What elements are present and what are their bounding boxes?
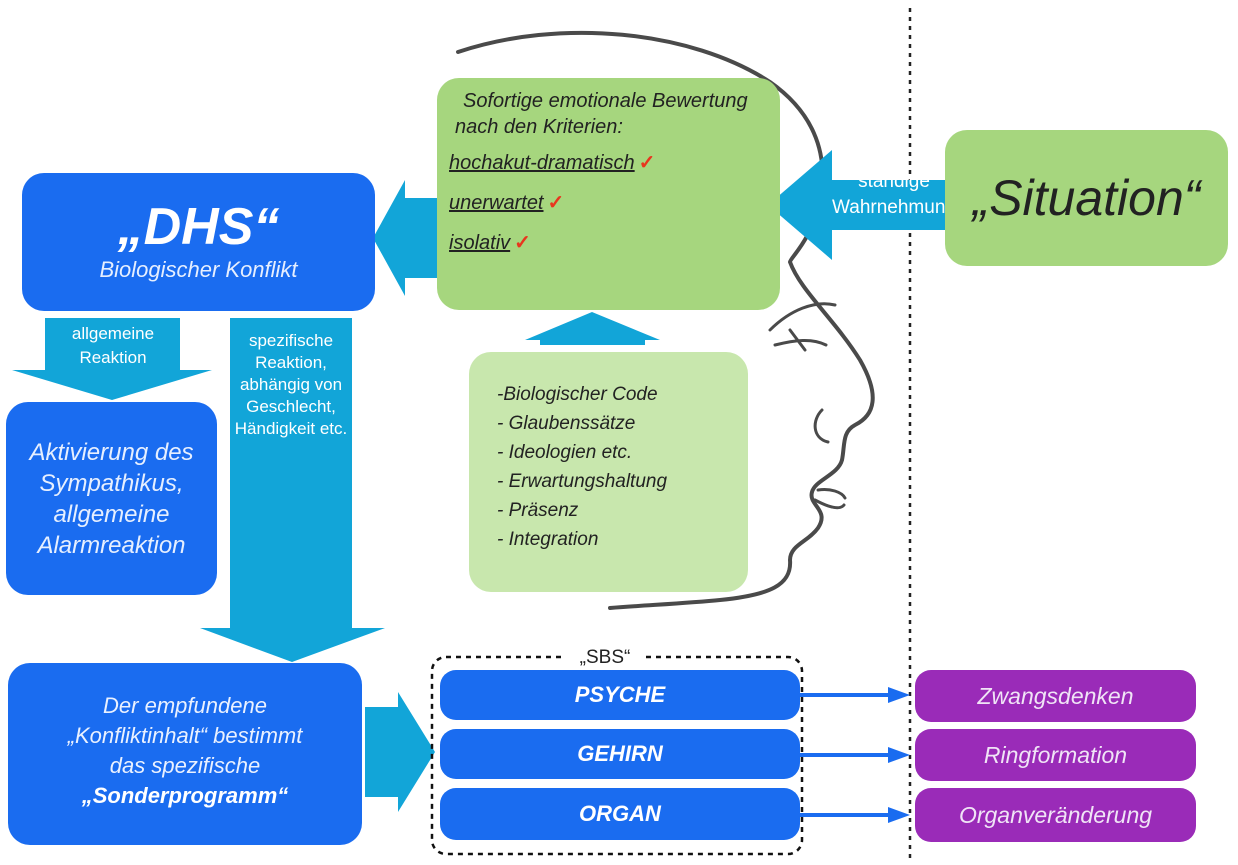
level-psyche: PSYCHE — [440, 670, 800, 720]
outcome-label: Organveränderung — [958, 801, 1153, 828]
assessment-heading: Sofortige emotionale Bewertung nach den … — [455, 90, 748, 138]
perception-label: ständige Wahrnehmung — [832, 171, 956, 218]
factor-item: - Glaubenssätze — [497, 413, 636, 434]
outcome-label: Zwangsdenken — [977, 682, 1134, 709]
general-reaction-label: allgemeine Reaktion — [71, 324, 155, 367]
dhs-subtitle: Biologischer Konflikt — [99, 257, 298, 282]
situation-box: „Situation“ — [945, 130, 1228, 266]
criterion-item: isolativ✓ — [449, 230, 768, 256]
level-organ: ORGAN — [440, 788, 800, 840]
criterion-label: isolativ — [449, 232, 511, 254]
mouth-mark — [813, 488, 847, 510]
check-icon: ✓ — [547, 192, 565, 214]
level-label: GEHIRN — [577, 741, 663, 766]
perception-arrow — [768, 150, 955, 260]
criterion-item: hochakut-dramatisch✓ — [449, 150, 768, 176]
sbs-label: „SBS“ — [564, 646, 646, 670]
factor-item: - Integration — [497, 529, 599, 550]
nostril-mark — [813, 408, 830, 444]
outcome-organveraenderung: Organveränderung — [915, 788, 1196, 842]
factors-arrow — [525, 312, 660, 345]
conflict-line: Der empfundene — [103, 693, 267, 718]
emotional-assessment-box: Sofortige emotionale Bewertung nach den … — [437, 78, 780, 310]
dhs-arrow — [373, 180, 440, 296]
conflict-line: „Konfliktinhalt“ bestimmt — [67, 723, 303, 748]
factors-box: -Biologischer Code - Glaubenssätze - Ide… — [469, 352, 748, 592]
level-label: ORGAN — [579, 801, 661, 826]
alarm-reaction-text: Aktivierung des Sympathikus, allgemeine … — [29, 438, 194, 559]
conflict-line: das spezifische — [109, 753, 261, 778]
sbs-input-arrow — [365, 692, 435, 812]
dhs-box: „DHS“ Biologischer Konflikt — [22, 173, 375, 311]
criterion-item: unerwartet✓ — [449, 190, 768, 216]
outcome-arrows — [800, 687, 910, 823]
specific-reaction-arrow — [200, 318, 385, 662]
eye-mark — [768, 302, 837, 352]
factor-item: - Präsenz — [497, 500, 579, 521]
situation-label: „Situation“ — [972, 170, 1201, 226]
dhs-title: „DHS“ — [117, 198, 280, 256]
check-icon: ✓ — [514, 232, 531, 254]
specific-reaction-label: spezifische Reaktion, abhängig von Gesch… — [234, 331, 348, 438]
factor-item: - Erwartungshaltung — [497, 471, 668, 492]
general-reaction-arrow — [12, 318, 212, 400]
check-icon: ✓ — [638, 152, 656, 174]
alarm-reaction-box: Aktivierung des Sympathikus, allgemeine … — [6, 402, 217, 595]
level-label: PSYCHE — [574, 682, 666, 707]
conflict-line-emphasis: „Sonderprogramm“ — [81, 783, 289, 808]
level-gehirn: GEHIRN — [440, 729, 800, 779]
factor-item: - Ideologien etc. — [497, 442, 633, 463]
criterion-label: hochakut-dramatisch — [449, 152, 635, 174]
factor-item: -Biologischer Code — [497, 384, 658, 405]
head-silhouette — [456, 30, 875, 610]
conflict-content-box: Der empfundene „Konfliktinhalt“ bestimmt… — [8, 663, 362, 845]
outcome-label: Ringformation — [983, 741, 1128, 768]
criterion-label: unerwartet — [449, 192, 544, 214]
outcome-ringformation: Ringformation — [915, 729, 1196, 781]
outcome-zwangsdenken: Zwangsdenken — [915, 670, 1196, 722]
